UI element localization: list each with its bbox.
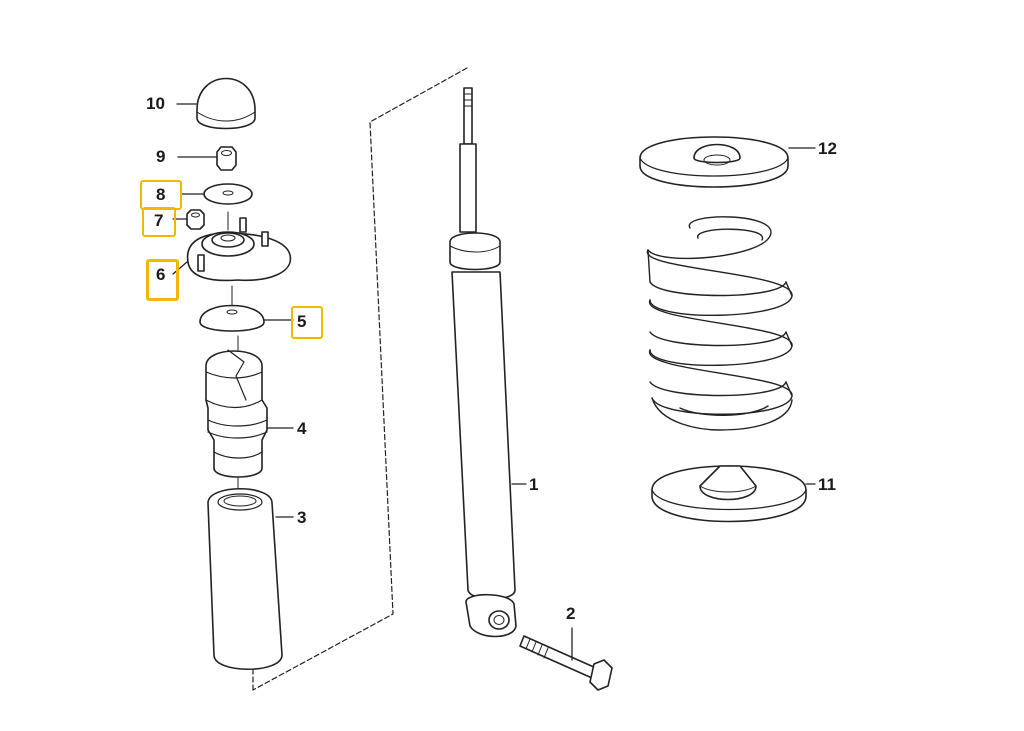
callout-9: 9: [156, 147, 166, 166]
part-2-bolt: [519, 635, 613, 691]
part-5-washer: [199, 285, 265, 332]
callout-4: 4: [297, 419, 307, 438]
callout-1: 1: [529, 475, 539, 494]
part-8-washer: [203, 183, 253, 205]
part-1-shock-absorber: [449, 87, 517, 638]
highlight-box-6: [146, 259, 179, 301]
callout-6: 6: [156, 265, 166, 284]
part-10-cap: [196, 77, 256, 130]
callout-5: 5: [297, 312, 307, 331]
callout-12: 12: [818, 139, 837, 158]
callout-2: 2: [566, 604, 576, 623]
callout-11: 11: [818, 475, 836, 494]
part-12-upper-spring-seat: [639, 136, 789, 188]
highlight-box-7: [142, 207, 176, 237]
highlight-box-5: [291, 306, 323, 339]
part-7-nut: [186, 209, 205, 230]
coil-spring: [647, 216, 793, 431]
assembly-bracket: [252, 67, 468, 691]
callout-7: 7: [154, 211, 164, 230]
callout-8: 8: [156, 185, 166, 204]
part-6-strut-mount: [186, 211, 292, 282]
callout-3: 3: [297, 508, 307, 527]
part-4-bump-stop: [205, 335, 268, 491]
part-11-lower-spring-pad: [651, 465, 807, 523]
part-9-nut: [216, 146, 237, 171]
part-3-protective-tube: [207, 488, 283, 670]
highlight-box-8: [140, 180, 182, 210]
callout-10: 10: [146, 94, 165, 113]
